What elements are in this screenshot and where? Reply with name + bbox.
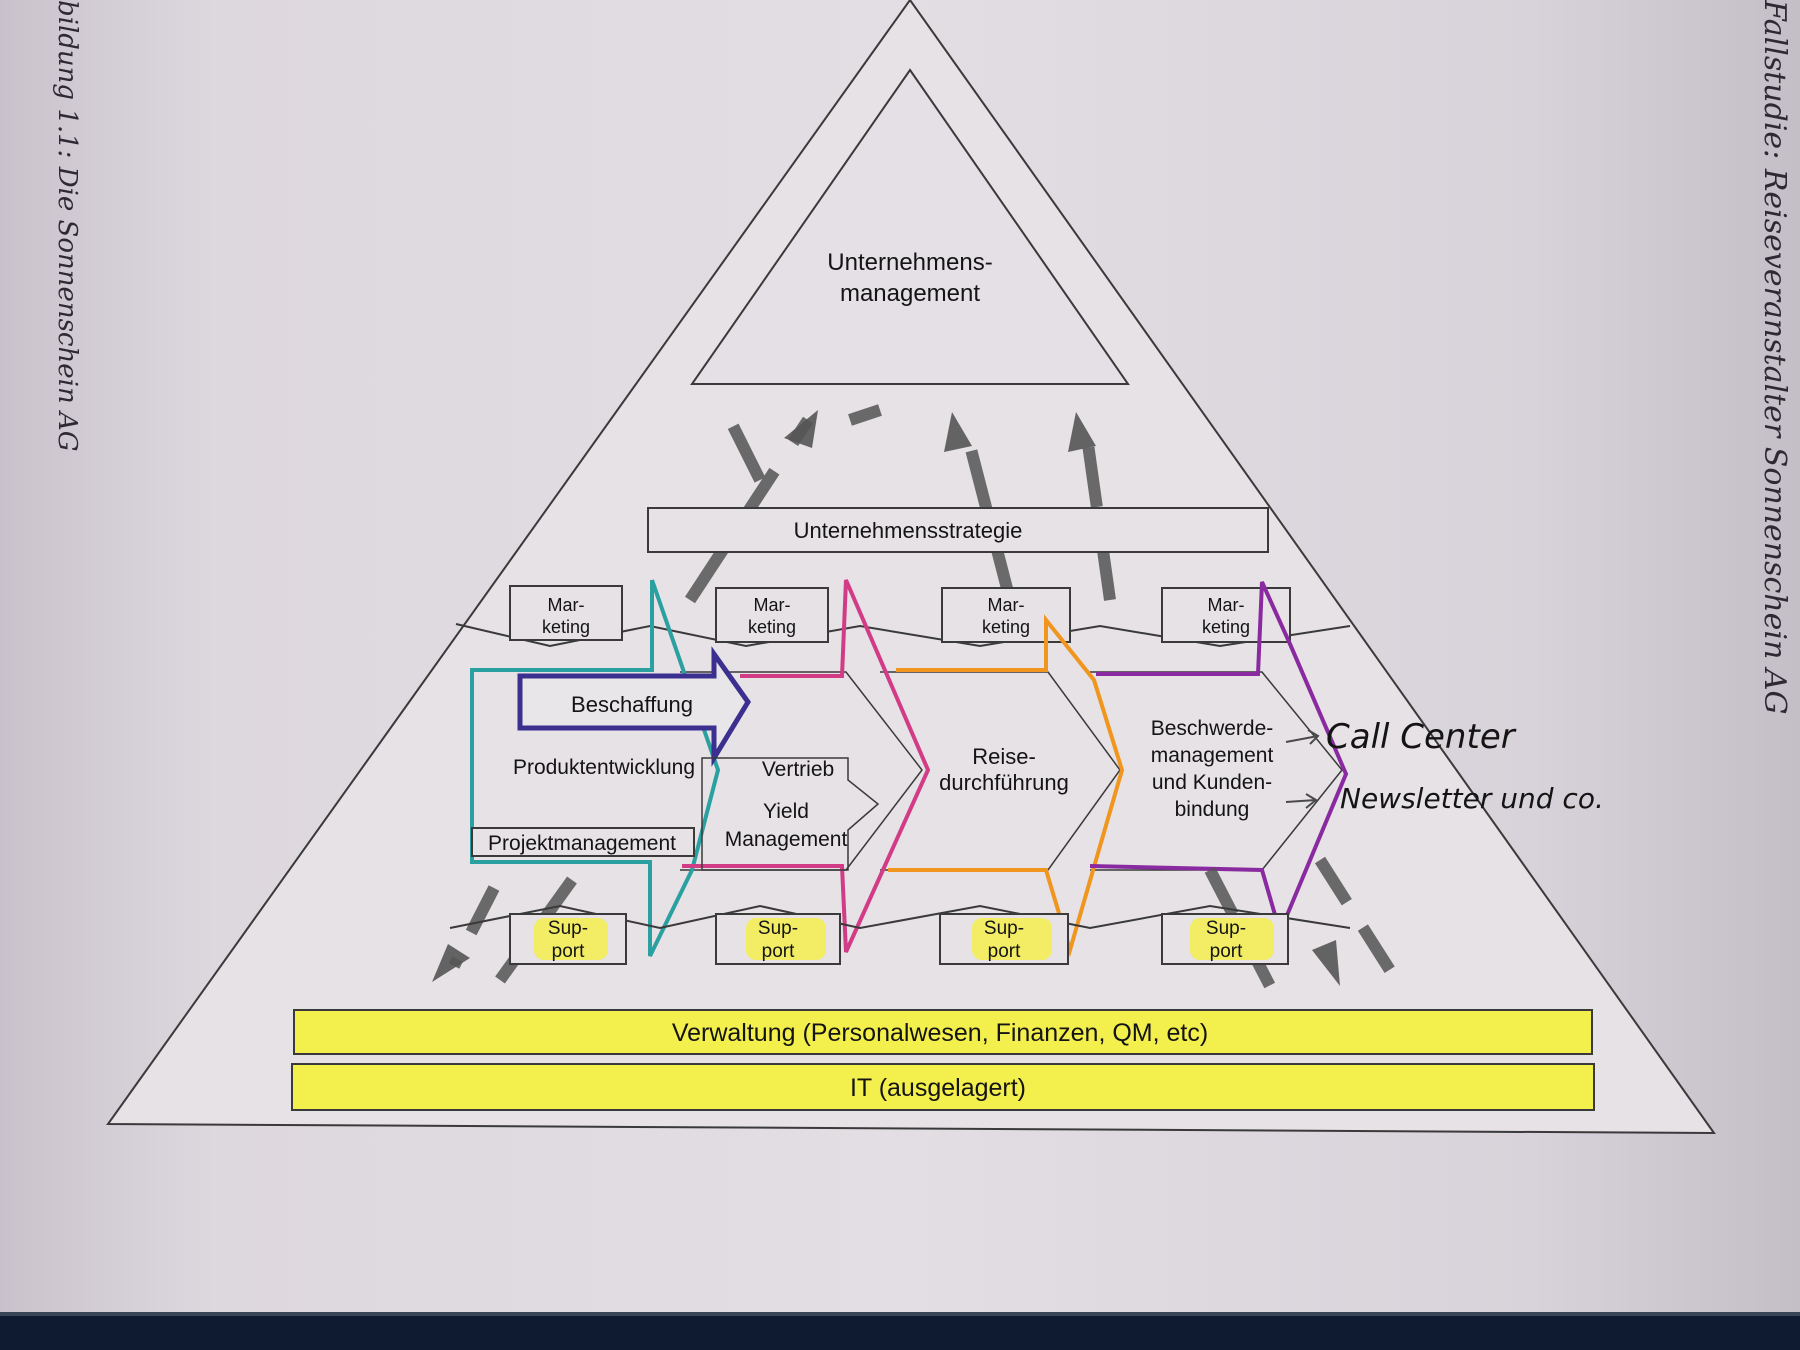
- support-2-line2: port: [762, 941, 795, 962]
- support-1-line1: Sup-: [548, 918, 588, 939]
- downward-arrowheads: [432, 940, 1340, 986]
- annotation-call-center: Call Center: [1326, 717, 1517, 757]
- upward-arrowheads: [784, 410, 1096, 452]
- marketing-4-line1: Mar-: [1208, 595, 1245, 615]
- management-label-line2: management: [840, 280, 980, 307]
- support-3-line1: Sup-: [984, 918, 1024, 939]
- stage3-orange-outline: [888, 614, 1125, 958]
- marketing-3-line2: keting: [982, 617, 1030, 637]
- reisedurchfuehrung-line2: durchführung: [939, 770, 1069, 795]
- beschaffung-label: Beschaffung: [571, 692, 693, 717]
- support-1-line2: port: [552, 941, 585, 962]
- produktentwicklung-label: Produktentwicklung: [513, 756, 695, 779]
- marketing-4-line2: keting: [1202, 617, 1250, 637]
- marketing-2-line1: Mar-: [754, 595, 791, 615]
- beschaffung-arrow: [517, 646, 751, 767]
- support-2-line1: Sup-: [758, 918, 798, 939]
- stage2-magenta-outline: [682, 579, 931, 953]
- yield-label-line1: Yield: [763, 800, 809, 823]
- it-bar: [291, 1063, 1595, 1111]
- yield-label-line2: Management: [725, 828, 848, 851]
- annotation-newsletter: Newsletter und co.: [1340, 782, 1604, 815]
- management-label-line1: Unternehmens-: [827, 249, 992, 276]
- stage4-purple-outline: [1089, 581, 1349, 939]
- strategy-bar: [647, 507, 1269, 553]
- marketing-boxes: [509, 585, 1291, 643]
- support-3-line2: port: [988, 941, 1021, 962]
- marketing-3-line1: Mar-: [988, 595, 1025, 615]
- it-label: IT (ausgelagert): [850, 1074, 1026, 1102]
- support-4-line2: port: [1210, 941, 1243, 962]
- support-highlights: [534, 918, 1274, 960]
- verwaltung-bar: [293, 1009, 1593, 1055]
- marketing-2-line2: keting: [748, 617, 796, 637]
- management-triangle: [690, 68, 1130, 385]
- stage1-teal-outline: [470, 579, 721, 957]
- vertrieb-arrow: [701, 757, 880, 871]
- beschwerde-line1: Beschwerde-: [1151, 717, 1274, 740]
- marketing-1-line1: Mar-: [548, 595, 585, 615]
- projektmanagement-label: Projektmanagement: [488, 832, 676, 855]
- beschwerde-line2: management: [1151, 744, 1274, 767]
- reisedurchfuehrung-line1: Reise-: [972, 744, 1036, 769]
- beschwerde-line3: und Kunden-: [1152, 771, 1272, 794]
- support-4-line1: Sup-: [1206, 918, 1246, 939]
- beschwerde-line4: bindung: [1175, 798, 1250, 821]
- annotation-arrows: [1285, 729, 1320, 809]
- table-edge: [0, 1312, 1800, 1318]
- marketing-1-line2: keting: [542, 617, 590, 637]
- verwaltung-label: Verwaltung (Personalwesen, Finanzen, QM,…: [672, 1019, 1208, 1047]
- strategy-label: Unternehmensstrategie: [794, 518, 1023, 543]
- table-surface: [0, 1316, 1800, 1350]
- projektmanagement-box: [471, 827, 695, 857]
- vertrieb-label: Vertrieb: [762, 758, 834, 781]
